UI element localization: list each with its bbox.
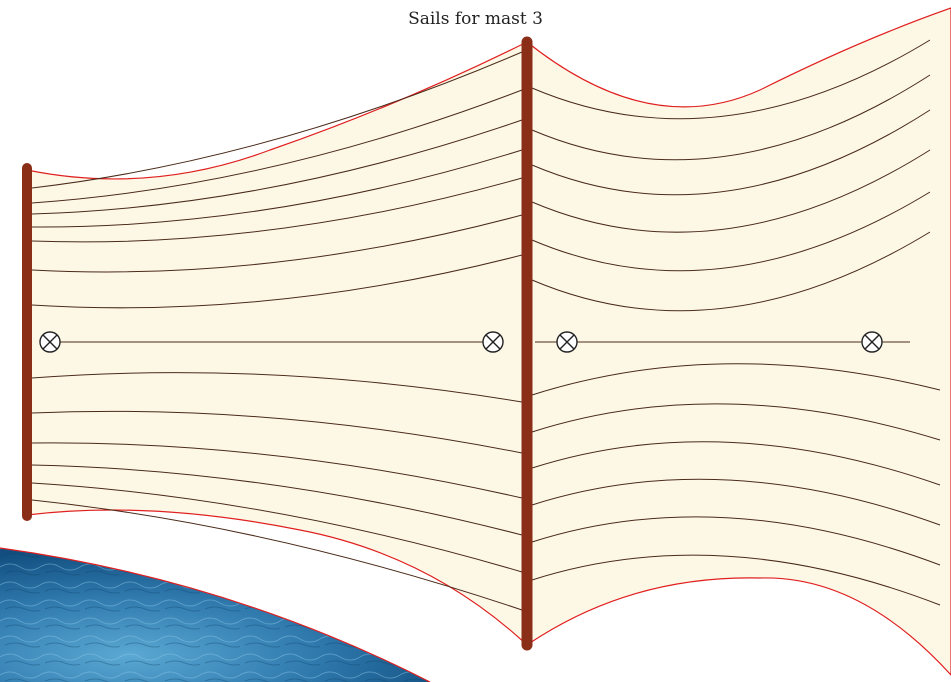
- sail-seam-line: [31, 482, 523, 573]
- ocean-water-patch: [0, 547, 431, 682]
- sail-seam-line: [31, 410, 523, 454]
- sail-seam-line: [531, 39, 931, 120]
- right-sail: [526, 7, 951, 676]
- sail-seam-line: [531, 403, 941, 441]
- sail-seam-line: [31, 149, 523, 228]
- pulley-x-icon: [861, 331, 883, 353]
- sail-seam-line: [531, 149, 931, 233]
- sail-seam-line: [31, 89, 523, 204]
- figure-title: Sails for mast 3: [408, 9, 543, 29]
- sail-seam-line: [531, 74, 931, 161]
- sail-seam-line: [31, 119, 523, 215]
- left-sail: [26, 41, 528, 647]
- sail-seam-line: [31, 442, 523, 499]
- sail-seam-line: [31, 499, 523, 611]
- sail-seam-line: [531, 231, 931, 312]
- sail-seam-line: [31, 254, 523, 309]
- sail-seam-line: [31, 464, 523, 536]
- sail-seam-line: [531, 109, 931, 196]
- sail-seam-line: [531, 554, 941, 606]
- sail-seam-line: [531, 478, 941, 526]
- left-sail-seams: [31, 51, 523, 611]
- sail-seam-line: [531, 191, 931, 272]
- pulley-x-icon: [556, 331, 578, 353]
- pulley-x-icon: [482, 331, 504, 353]
- sail-seam-line: [531, 516, 941, 566]
- sail-seam-line: [31, 214, 523, 273]
- sail-seam-line: [31, 51, 523, 189]
- pulley-x-icon: [39, 331, 61, 353]
- sail-seam-line: [531, 441, 941, 486]
- sail-seam-line: [31, 177, 523, 243]
- right-sail-seams: [531, 39, 941, 606]
- sail-seam-line: [531, 363, 941, 396]
- sail-seam-line: [31, 372, 523, 403]
